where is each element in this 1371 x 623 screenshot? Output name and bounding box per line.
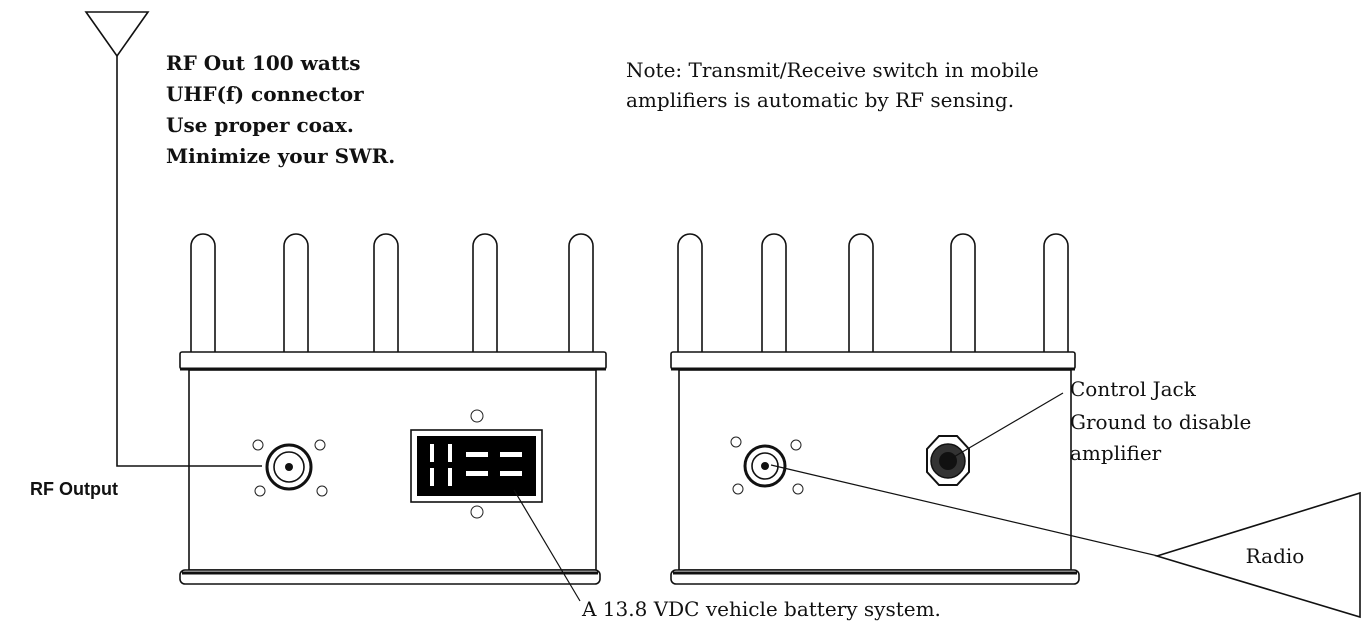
control-jack-line-3: amplifier [1070, 441, 1162, 465]
antenna-icon [84, 11, 262, 467]
note-text: Note: Transmit/Receive switch in mobile … [626, 58, 1039, 112]
top-band [179, 351, 607, 370]
rf-out-line-2: UHF(f) connector [166, 82, 364, 106]
radio-label: Radio [1246, 544, 1305, 568]
heatsink-fins [677, 233, 1069, 352]
note-line-1: Note: Transmit/Receive switch in mobile [626, 58, 1039, 82]
control-jack-text: Control Jack Ground to disable amplifier [1070, 377, 1251, 465]
control-jack-line-1: Control Jack [1070, 377, 1197, 401]
top-band [670, 351, 1076, 370]
rf-out-line-3: Use proper coax. [166, 113, 354, 137]
rf-output-label: RF Output [30, 479, 118, 499]
screw-icon [730, 436, 804, 495]
battery-label: A 13.8 VDC vehicle battery system. [581, 597, 941, 621]
uhf-connector-icon [265, 443, 313, 491]
seven-segment-display-icon [410, 409, 543, 519]
note-line-2: amplifiers is automatic by RF sensing. [626, 88, 1014, 112]
amplifier-body [678, 369, 1072, 571]
rf-out-line-4: Minimize your SWR. [166, 144, 395, 168]
screw-icon [252, 439, 328, 497]
radio-box: Radio [1154, 491, 1361, 619]
rf-out-line-1: RF Out 100 watts [166, 51, 361, 75]
hex-jack-icon [926, 435, 970, 486]
rf-out-notes: RF Out 100 watts UHF(f) connector Use pr… [166, 51, 395, 168]
uhf-connector-icon [743, 444, 787, 488]
heatsink-fins [190, 233, 594, 352]
control-jack-line-2: Ground to disable [1070, 410, 1251, 434]
amplifier-rear-unit [670, 233, 1159, 585]
amplifier-front-unit [179, 233, 607, 602]
